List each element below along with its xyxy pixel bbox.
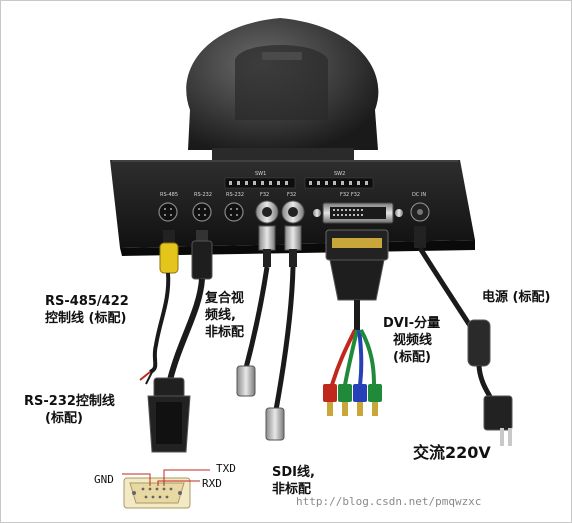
rs485-port (158, 202, 178, 222)
port-label-rs232-a: RS-232 (194, 192, 212, 198)
dc-in-port (410, 202, 430, 222)
camera-head (186, 18, 379, 162)
dvi-label-3: (标配) (393, 349, 431, 365)
rs485-sublabel: 控制线 (标配) (45, 310, 126, 326)
rs232-cable (147, 230, 213, 453)
db9-pinout: GND TXD RXD (94, 462, 236, 509)
rs485-cable (139, 230, 179, 385)
txd-label: TXD (216, 462, 236, 475)
watermark: http://blog.csdn.net/pmqwzxc (296, 495, 481, 508)
rs232-port-b (224, 202, 244, 222)
dvi-label-2: 视频线 (393, 332, 432, 348)
composite-label-1: 复合视 (204, 290, 244, 306)
dvi-component-cable (323, 229, 389, 416)
gnd-label: GND (94, 473, 114, 486)
rxd-label: RXD (202, 477, 222, 490)
sdi-label-2: 非标配 (272, 481, 311, 497)
bnc-port-a (255, 200, 279, 224)
composite-label-2: 频线, (205, 307, 236, 323)
sw1-label: SW1 (255, 171, 266, 177)
port-label-rs485: RS-485 (160, 192, 178, 198)
port-label-f32-c: F32 F32 (340, 192, 360, 198)
ac-label: 交流220V (413, 443, 491, 462)
port-label-f32-b: F32 (287, 192, 296, 198)
power-label: 电源 (标配) (482, 289, 550, 305)
rs232-sublabel: (标配) (45, 410, 83, 426)
rs485-label: RS-485/422 (45, 294, 129, 309)
dip-switch-1: SW1 (224, 171, 296, 189)
sdi-label-1: SDI线, (272, 464, 315, 480)
bnc-port-b (281, 200, 305, 224)
dvi-port (313, 202, 403, 224)
sdi-cable-a (236, 225, 276, 397)
rs232-label: RS-232控制线 (24, 393, 115, 409)
port-label-rs232-b: RS-232 (226, 192, 244, 198)
port-label-dc-in: DC IN (412, 192, 426, 198)
port-label-f32-a: F32 (260, 192, 269, 198)
composite-label-3: 非标配 (205, 324, 244, 340)
dip-switch-2: SW2 (304, 171, 374, 189)
rs232-port-a (192, 202, 212, 222)
power-cable (414, 226, 513, 446)
sw2-label: SW2 (334, 171, 345, 177)
sdi-cable-b (265, 225, 302, 441)
dvi-label-1: DVI-分量 (383, 315, 440, 331)
